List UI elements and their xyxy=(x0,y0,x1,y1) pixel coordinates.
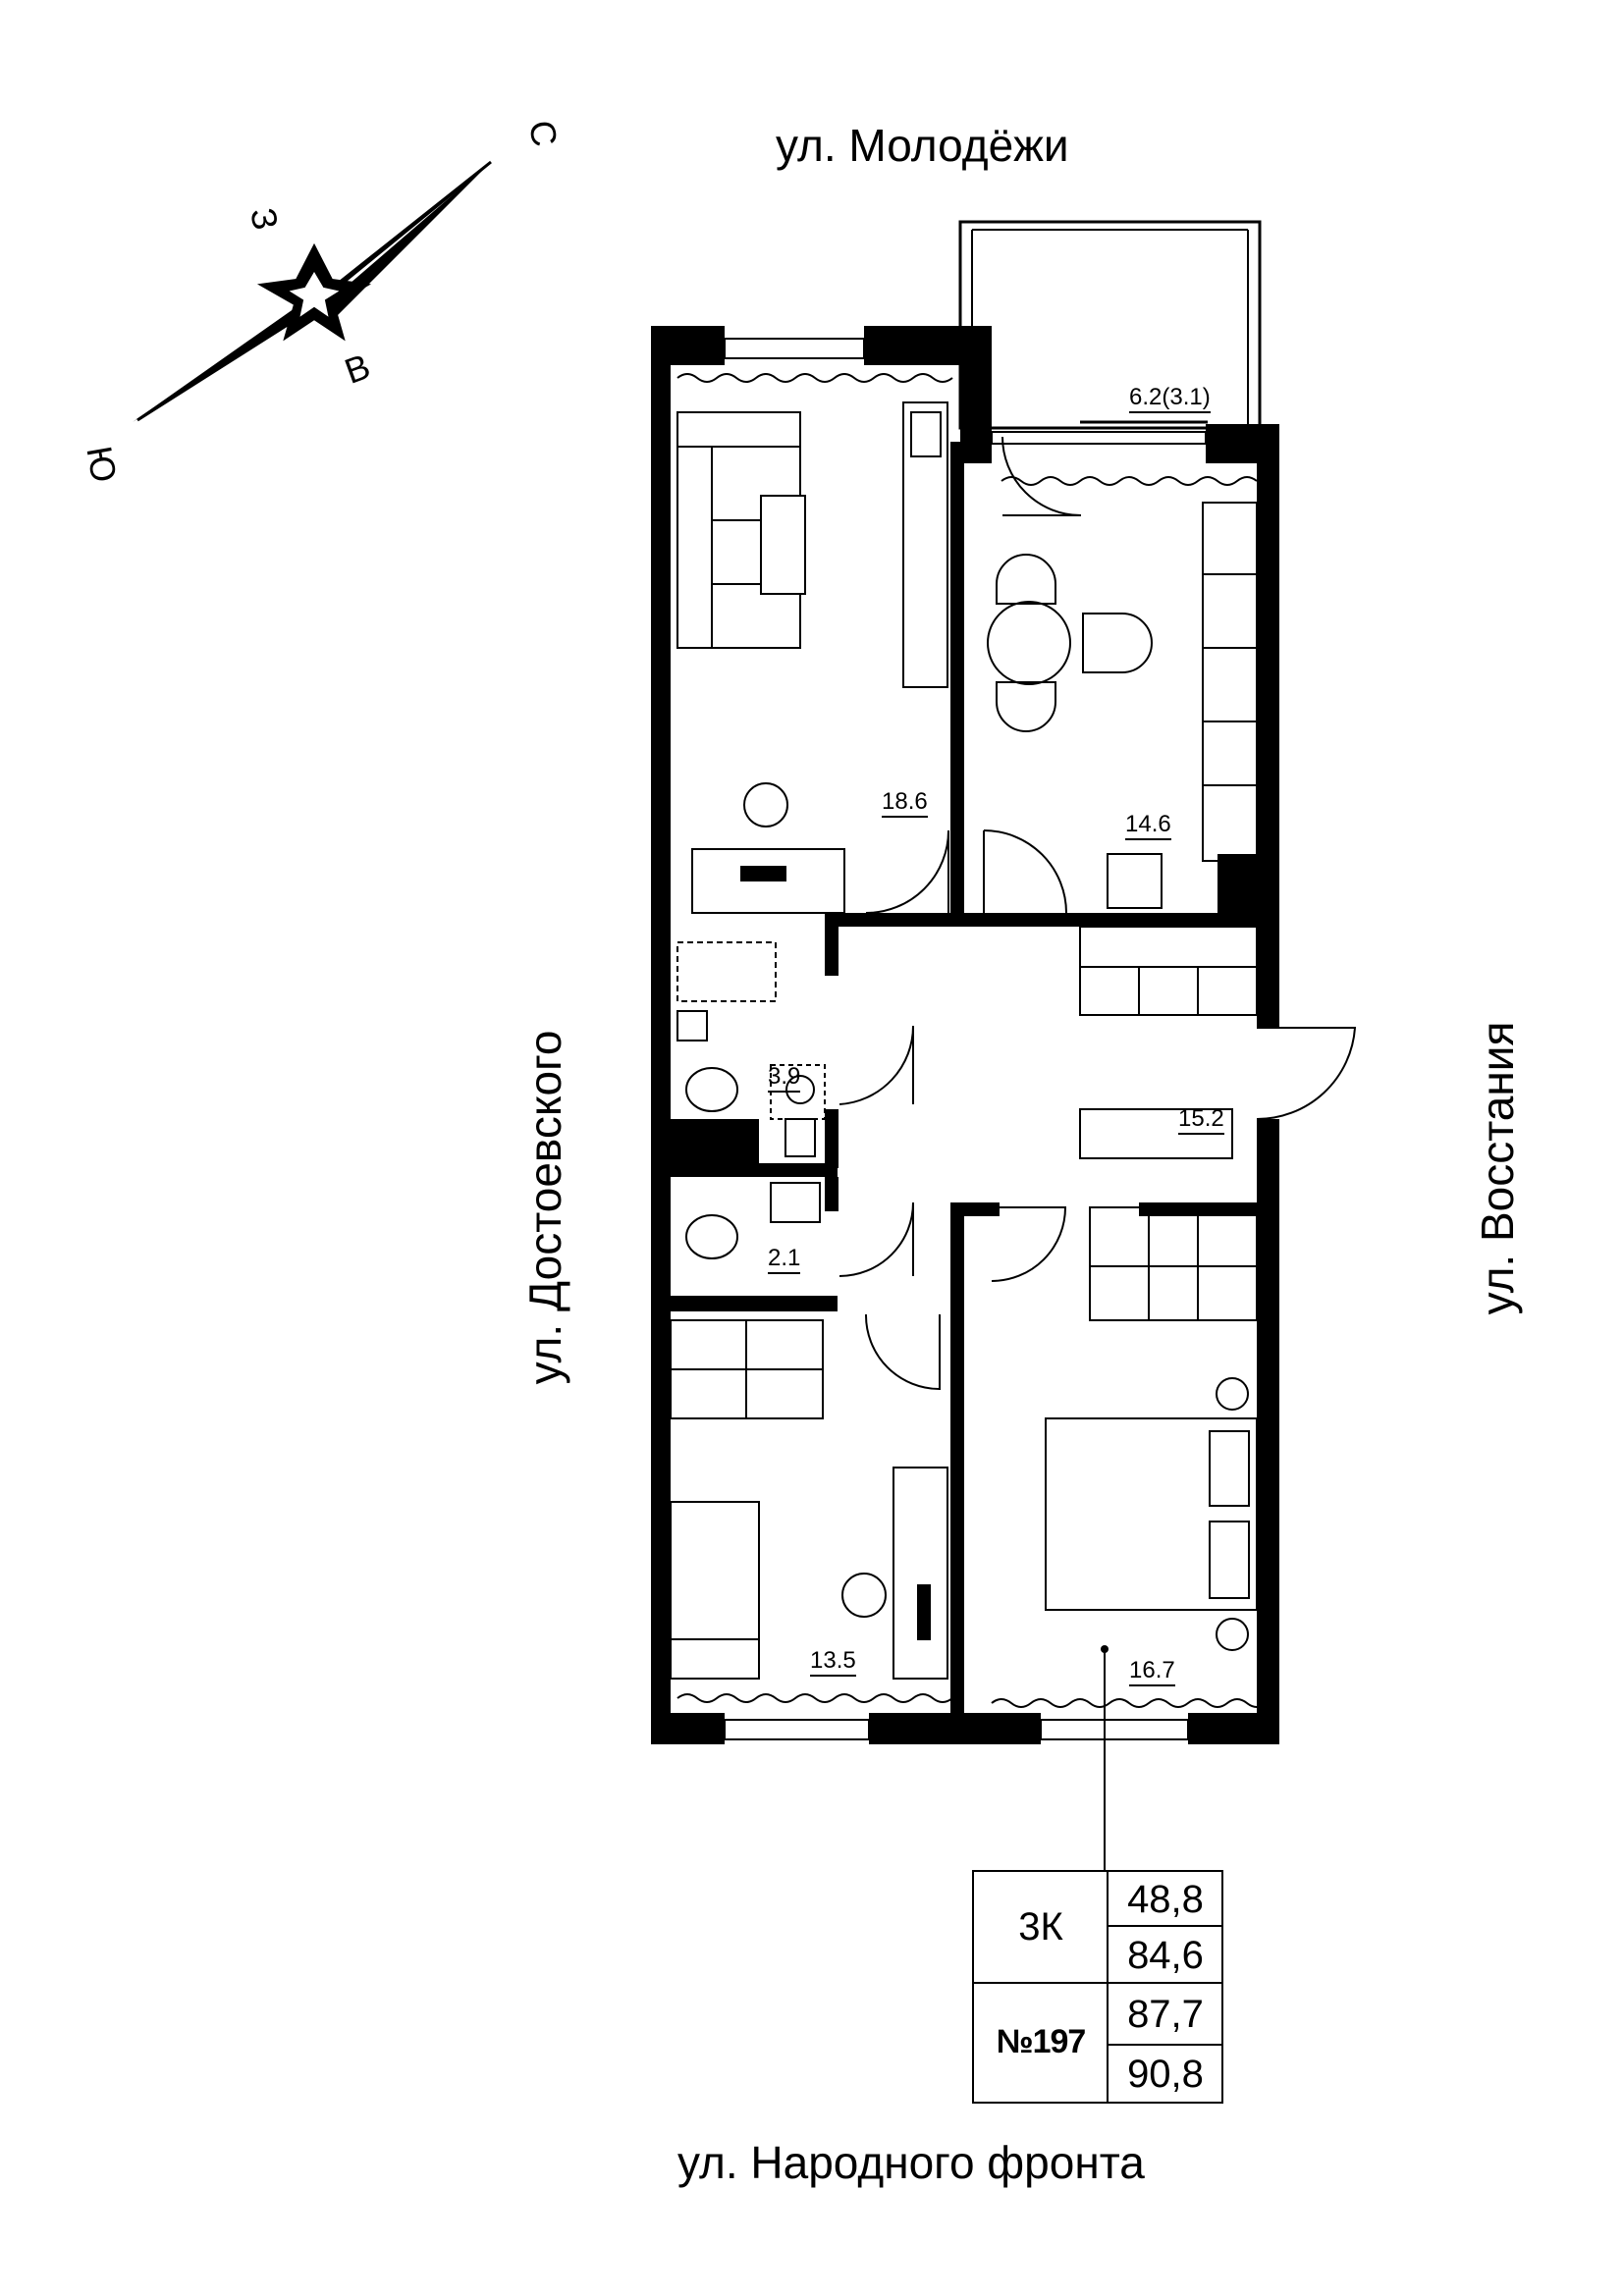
area-total: 84,6 xyxy=(1127,1933,1204,1977)
room-area-small-bedroom: 13.5 xyxy=(810,1649,856,1677)
apartment-number: №197 xyxy=(996,2023,1087,2060)
balcony xyxy=(958,220,1262,430)
apartment-info-table: 3К №197 48,8 84,6 87,7 90,8 xyxy=(972,1870,1223,2104)
area-living: 48,8 xyxy=(1127,1877,1204,1921)
room-area-bathroom: 3.9 xyxy=(768,1065,801,1093)
room-area-living: 18.6 xyxy=(882,790,928,818)
walls xyxy=(651,326,1279,1744)
room-area-hallway: 15.2 xyxy=(1178,1107,1224,1135)
compass-needle-back xyxy=(133,294,314,422)
doors xyxy=(839,436,1357,1391)
windows xyxy=(724,338,1207,1740)
room-area-master-bedroom: 16.7 xyxy=(1129,1659,1175,1686)
pointer-line xyxy=(1101,1645,1109,1870)
compass-star-inner xyxy=(284,268,345,322)
street-label-bottom: ул. Народного фронта xyxy=(677,2137,1145,2188)
street-label-top: ул. Молодёжи xyxy=(776,120,1069,171)
area-with-balcony-reduced: 87,7 xyxy=(1127,1992,1204,2036)
apartment-type: 3К xyxy=(1018,1905,1063,1949)
room-area-kitchen: 14.6 xyxy=(1125,813,1171,840)
street-label-right: ул. Восстания xyxy=(1472,1021,1523,1315)
street-label-left: ул. Достоевского xyxy=(519,1030,570,1385)
room-area-balcony: 6.2(3.1) xyxy=(1129,386,1211,413)
curtains xyxy=(676,373,1268,1708)
room-area-toilet: 2.1 xyxy=(768,1247,801,1274)
compass-rose xyxy=(133,160,492,422)
compass-needle-outline xyxy=(136,160,492,422)
furniture xyxy=(670,401,1258,1680)
compass-south-label: Ю xyxy=(79,443,126,486)
info-table-grid xyxy=(972,1870,1223,2104)
area-with-balcony-full: 90,8 xyxy=(1127,2052,1204,2096)
